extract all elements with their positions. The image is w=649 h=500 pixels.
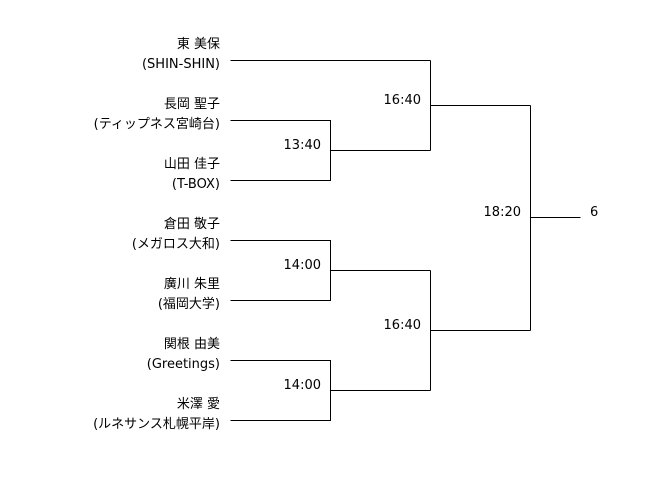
- player-name: 廣川 朱里: [164, 277, 220, 292]
- player-team: (SHIN-SHIN): [142, 57, 220, 72]
- player-name: 倉田 敬子: [164, 216, 220, 232]
- player-name: 関根 由美: [164, 337, 220, 352]
- player-entry-5: 廣川 朱里 (福岡大学): [158, 277, 220, 312]
- bracket-line-r1-bottom: [230, 360, 431, 421]
- player-entry-6: 関根 由美 (Greetings): [147, 337, 220, 372]
- player-name: 山田 佳子: [164, 157, 220, 172]
- player-name: 長岡 聖子: [164, 97, 220, 112]
- player-entry-1: 東 美保 (SHIN-SHIN): [142, 36, 220, 72]
- player-name: 米澤 愛: [177, 397, 220, 412]
- player-team: (メガロス大和): [132, 237, 220, 252]
- bracket-line-r1-mid: [230, 240, 431, 301]
- match-time-r1-mid: 14:00: [284, 258, 321, 273]
- player-entry-7: 米澤 愛 (ルネサンス札幌平岸): [93, 397, 220, 432]
- player-entry-4: 倉田 敬子 (メガロス大和): [132, 216, 220, 252]
- player-team: (T-BOX): [172, 177, 220, 192]
- match-time-semi-bottom: 16:40: [384, 318, 421, 333]
- player-name: 東 美保: [177, 36, 220, 52]
- match-time-semi-top: 16:40: [384, 93, 421, 108]
- player-team: (福岡大学): [158, 296, 220, 312]
- match-time-final: 18:20: [484, 205, 521, 220]
- bracket-line-r1-top: [230, 120, 431, 181]
- player-team: (Greetings): [147, 357, 220, 372]
- player-entry-2: 長岡 聖子 (ティップネス宮崎台): [94, 97, 220, 132]
- player-entry-3: 山田 佳子 (T-BOX): [164, 157, 220, 192]
- bracket-line-semi-bottom: [430, 270, 531, 391]
- player-team: (ティップネス宮崎台): [94, 116, 220, 132]
- match-time-r1-bottom: 14:00: [284, 378, 321, 393]
- bracket-line-final: [530, 105, 581, 331]
- final-result: 6: [590, 205, 598, 220]
- match-time-r1-top: 13:40: [284, 138, 321, 153]
- player-team: (ルネサンス札幌平岸): [93, 416, 220, 432]
- bracket-line-semi-top: [430, 60, 531, 151]
